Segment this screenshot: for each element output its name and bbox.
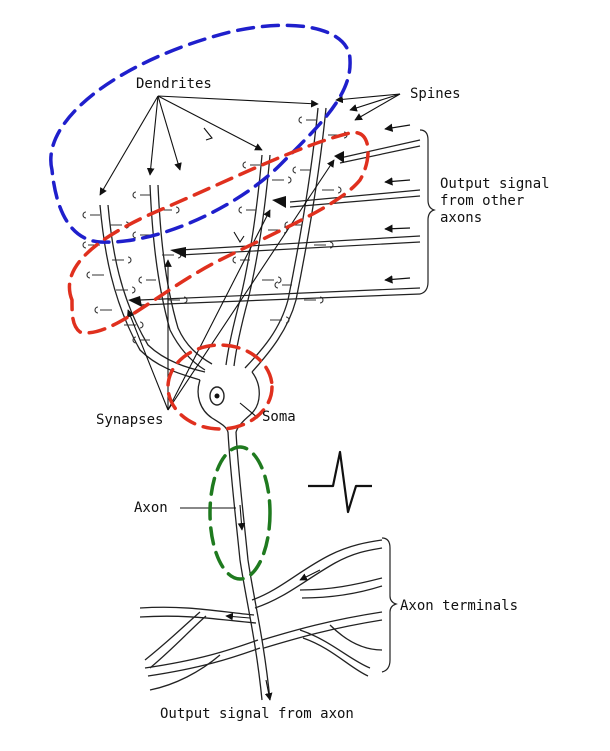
spines-label: Spines — [410, 86, 461, 102]
soma-nucleus — [209, 386, 225, 406]
incoming-axons — [139, 139, 421, 306]
input-signal-line-1: Output signal — [440, 176, 550, 192]
soma-label: Soma — [262, 409, 296, 425]
highlight-annotations — [49, 23, 370, 581]
synapses-highlight — [67, 130, 370, 335]
action-potential-spike-icon — [308, 450, 372, 514]
output-signal-label: Output signal from axon — [160, 706, 354, 722]
label-pointers — [99, 93, 401, 701]
dendrites-highlight — [49, 23, 352, 244]
input-arrows — [384, 123, 411, 284]
input-brace — [419, 129, 436, 295]
synapse-terminals — [128, 151, 344, 307]
dendrites-label: Dendrites — [136, 76, 212, 92]
axon-terminals-label: Axon terminals — [400, 598, 519, 614]
input-signal-label: Output signal from other axons — [440, 176, 590, 227]
input-signal-line-2: from other — [440, 193, 525, 209]
input-signal-line-3: axons — [440, 210, 483, 226]
neuron-outline — [99, 107, 383, 701]
synapses-label: Synapses — [96, 412, 164, 428]
axon-highlight — [208, 445, 272, 581]
bracket-braces — [381, 129, 436, 673]
terminals-brace — [381, 537, 398, 673]
dendritic-spines — [82, 116, 348, 344]
soma-highlight — [166, 343, 274, 431]
axon-label: Axon — [134, 500, 168, 516]
